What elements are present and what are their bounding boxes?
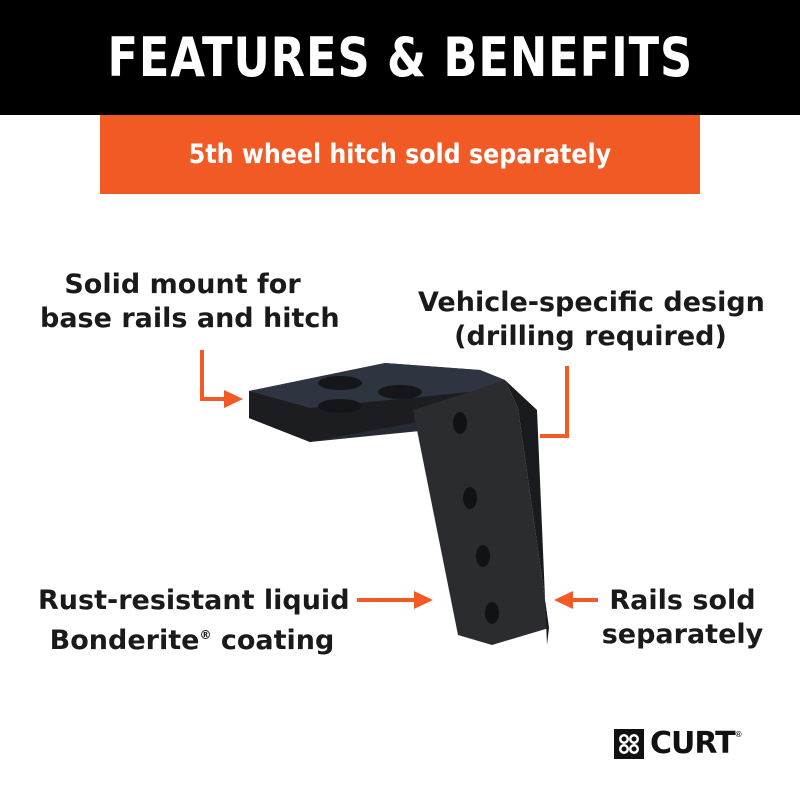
callout-vehicle-specific: Vehicle-specific design (drilling requir…: [418, 287, 765, 352]
brand-logo: CURT ®: [614, 726, 743, 761]
header-bar: FEATURES & BENEFITS: [0, 0, 800, 115]
curt-emblem-icon: [614, 728, 644, 759]
notice-banner: 5th wheel hitch sold separately: [100, 115, 700, 194]
callout-rails-sold-separately: Rails sold separately: [601, 585, 764, 650]
bracket-icon: [249, 363, 549, 645]
page-title: FEATURES & BENEFITS: [107, 26, 693, 89]
brand-name: CURT: [650, 726, 736, 761]
arrow-icon: [200, 350, 598, 602]
callout-bonderite-coating: Rust-resistant liquid Bonderite® coating: [38, 585, 350, 656]
trademark: ®: [734, 730, 743, 739]
notice-text: 5th wheel hitch sold separately: [188, 139, 612, 170]
callout-solid-mount: Solid mount for base rails and hitch: [40, 269, 340, 334]
